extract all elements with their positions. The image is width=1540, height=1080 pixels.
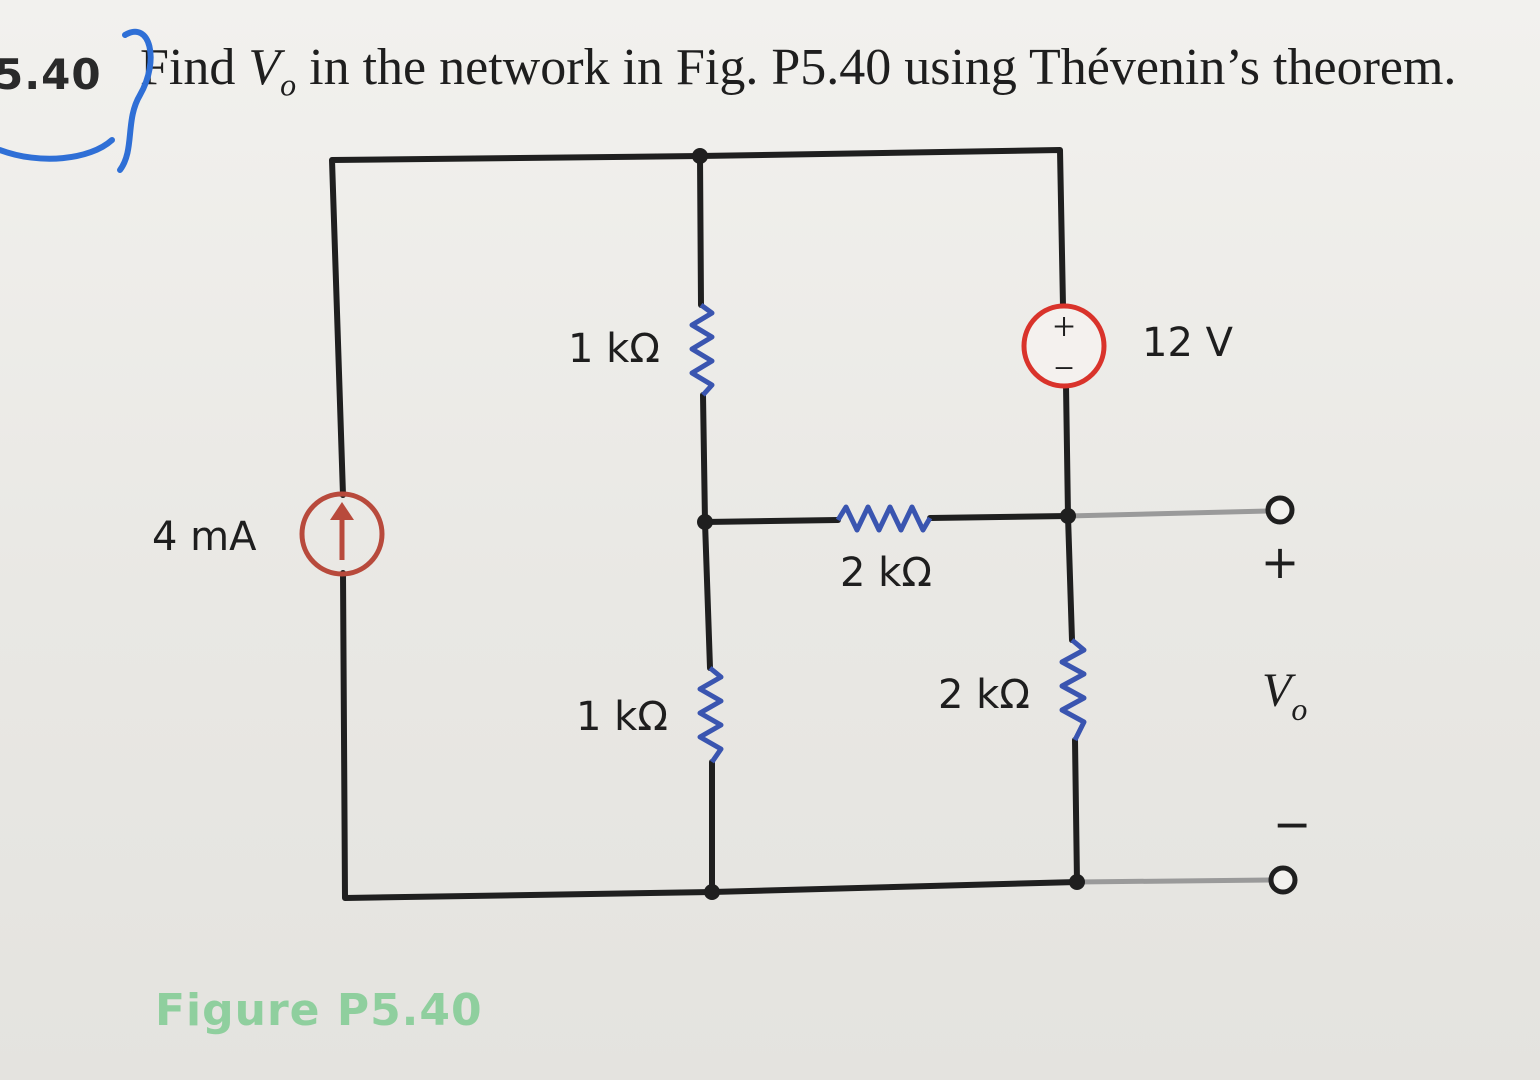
current-source: [299, 491, 385, 577]
wire-right-bottom: [1072, 737, 1080, 885]
resistor-right-label: 2 kΩ: [938, 672, 1030, 718]
problem-text: Find Vo in the network in Fig. P5.40 usi…: [140, 38, 1456, 103]
node-middle-right: [1060, 508, 1076, 524]
wire-left-bottom: [340, 570, 715, 901]
resistor-top-left-label: 1 kΩ: [568, 326, 660, 372]
voltage-source-minus: −: [1054, 348, 1074, 388]
output-variable-label: Vo: [1262, 664, 1307, 727]
output-lead-bottom: [1076, 877, 1271, 885]
output-lead-top: [1067, 508, 1269, 519]
problem-statement: 5.40 Find Vo in the network in Fig. P5.4…: [0, 28, 1540, 118]
wire-mid-top: [697, 153, 704, 308]
output-minus-label: −: [1273, 797, 1312, 851]
problem-text-before: Find: [140, 39, 249, 96]
node-bottom-middle: [704, 884, 720, 900]
resistor-middle-symbol: [835, 504, 933, 533]
handwritten-bracket-annotation: [0, 28, 154, 173]
resistor-bottom-left-label: 1 kΩ: [576, 694, 668, 740]
current-source-arrowhead-icon: [330, 502, 354, 520]
output-variable-subscript: o: [1291, 691, 1307, 727]
wire-top-right: [697, 147, 1066, 309]
wire-left-top: [329, 153, 703, 498]
resistor-middle-label: 2 kΩ: [840, 550, 932, 596]
voltage-source: + −: [1021, 303, 1107, 389]
problem-variable: V: [248, 39, 281, 96]
node-top-middle: [692, 148, 708, 164]
output-variable: V: [1262, 664, 1296, 717]
figure-caption: Figure P5.40: [155, 985, 483, 1036]
voltage-source-label: 12 V: [1142, 320, 1234, 366]
wire-mid-center: [700, 392, 713, 671]
voltage-source-plus: +: [1053, 304, 1076, 349]
resistor-bottom-left-symbol: [697, 666, 724, 764]
problem-number: 5.40: [0, 50, 102, 99]
problem-text-after: in the network in Fig. P5.40 using Théve…: [296, 39, 1457, 96]
output-terminal-plus: [1265, 495, 1295, 525]
node-bottom-right: [1069, 874, 1085, 890]
current-source-circle: [299, 491, 385, 577]
wire-horizontal-left: [702, 517, 841, 525]
output-plus-label: +: [1261, 535, 1300, 589]
wire-bottom-right: [709, 879, 1080, 895]
node-middle-left: [697, 514, 713, 530]
output-terminal-minus: [1268, 865, 1298, 895]
resistor-top-left-symbol: [689, 302, 715, 397]
current-source-label: 4 mA: [152, 514, 257, 560]
voltage-source-circle: [1021, 303, 1107, 389]
problem-subscript: o: [280, 66, 297, 103]
wire-horizontal-right: [927, 513, 1071, 521]
resistor-right-symbol: [1059, 638, 1087, 742]
